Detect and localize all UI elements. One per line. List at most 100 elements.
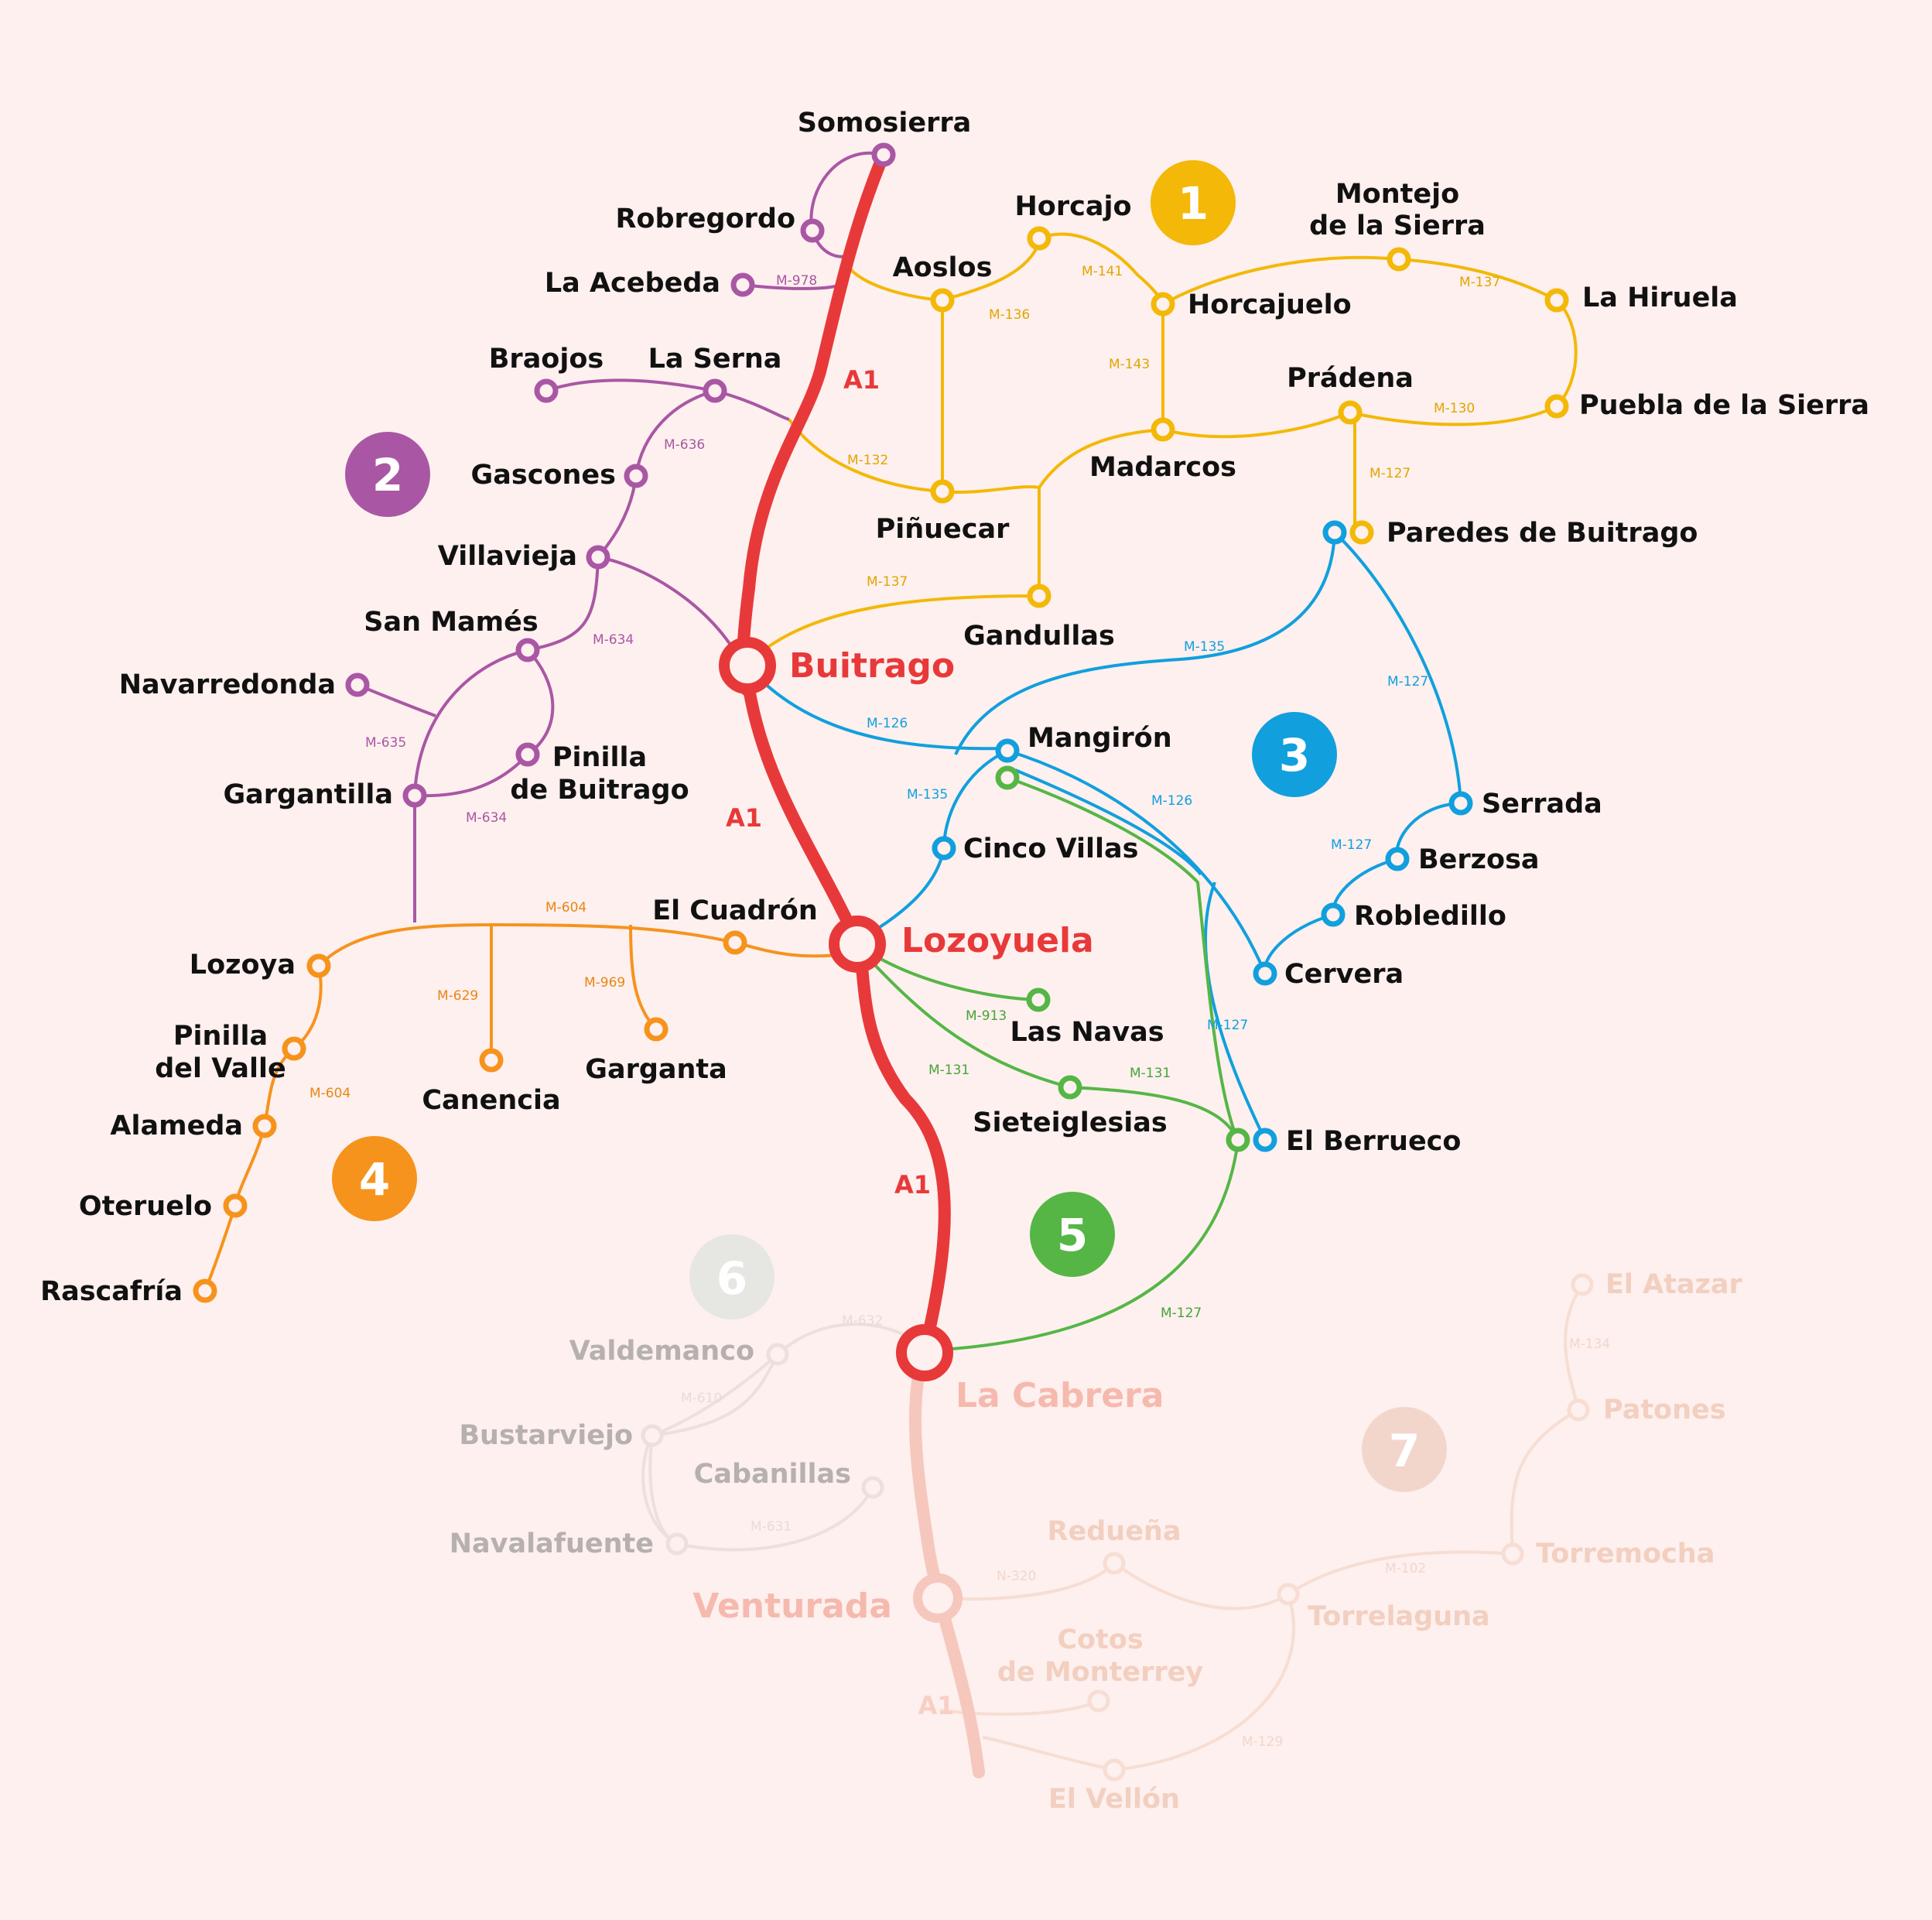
sieteiglesias-stop <box>1058 1075 1082 1100</box>
pinilla-valle-label-1: Pinilla <box>173 1021 268 1052</box>
valdemanco-stop <box>766 1343 789 1366</box>
el-cuadron-stop <box>723 930 747 955</box>
cinco-villas-label: Cinco Villas <box>963 833 1139 864</box>
aoslos-stop <box>930 288 955 313</box>
venturada-label: Venturada <box>692 1586 892 1626</box>
road-label-m131-east: M-131 <box>1130 1066 1171 1081</box>
road-label-m129: M-129 <box>1242 1734 1283 1750</box>
zone-4-routes <box>203 922 860 1292</box>
serrada-label: Serrada <box>1482 789 1602 820</box>
cabanillas-label: Cabanillas <box>694 1459 851 1490</box>
aoslos-label: Aoslos <box>893 252 993 283</box>
pinilla-buitrago-stop <box>515 742 540 767</box>
cervera-stop <box>1253 961 1277 986</box>
bustarviejo-label: Bustarviejo <box>459 1420 633 1451</box>
pinilla-buitrago-label-1: Pinilla <box>552 742 647 773</box>
route-sanmames-gargantilla <box>413 649 528 796</box>
a1-highway-south <box>908 1344 985 1778</box>
torrelaguna-stop <box>1277 1583 1300 1606</box>
el-vellon-stop <box>1103 1758 1126 1781</box>
route-m127-serrada <box>1333 531 1462 804</box>
zone-6-badge <box>689 1234 775 1319</box>
canencia-stop <box>479 1048 504 1073</box>
mangiron-green-stop <box>995 765 1020 790</box>
paredes-label: Paredes de Buitrago <box>1387 518 1698 549</box>
route-m604-main <box>317 922 860 967</box>
pradena-label: Prádena <box>1287 363 1414 394</box>
buitrago-hub-node <box>719 637 776 694</box>
route-m135-north <box>954 532 1336 755</box>
alameda-label: Alameda <box>110 1111 243 1141</box>
a1-label-south: A1 <box>894 1170 931 1200</box>
serrada-stop <box>1448 791 1473 816</box>
road-label-m137-buitrago: M-137 <box>867 574 908 590</box>
san-mames-stop <box>515 638 540 662</box>
pinilla-buitrago-label-2: de Buitrago <box>510 775 689 806</box>
madarcos-label: Madarcos <box>1089 452 1236 483</box>
la-serna-stop <box>703 378 727 403</box>
gandullas-label: Gandullas <box>963 621 1115 652</box>
route-m132-madarcos <box>788 411 1351 495</box>
a1-label-middle: A1 <box>726 803 762 833</box>
la-acebeda-label: La Acebeda <box>545 268 720 299</box>
el-cuadron-label: El Cuadrón <box>652 895 818 926</box>
cabanillas-stop <box>861 1476 884 1499</box>
pinilla-valle-label-2: del Valle <box>155 1053 286 1084</box>
zone-5-number: 5 <box>1057 1209 1088 1261</box>
gargantilla-label: Gargantilla <box>223 779 393 810</box>
el-berrueco-stop <box>1253 1128 1277 1152</box>
venturada-hub-node <box>913 1573 963 1623</box>
zone-3-badge <box>1252 712 1337 797</box>
zone-4-badge <box>332 1136 417 1221</box>
patones-label: Patones <box>1603 1395 1726 1425</box>
paredes-stop <box>1349 520 1374 545</box>
zone-1-stops <box>930 226 1569 608</box>
cervera-label: Cervera <box>1284 959 1404 990</box>
route-m126-west <box>761 679 1007 751</box>
route-m126-double <box>1014 768 1202 876</box>
la-serna-label: La Serna <box>648 344 782 375</box>
torrelaguna-label: Torrelaguna <box>1308 1601 1490 1632</box>
cinco-villas-stop <box>932 836 956 861</box>
mangiron-label: Mangirón <box>1028 723 1172 754</box>
zone-2-number: 2 <box>372 449 403 501</box>
route-m635 <box>357 683 436 717</box>
route-somosierra-robregordo <box>809 151 884 258</box>
las-navas-label: Las Navas <box>1010 1017 1164 1048</box>
road-label-m134: M-134 <box>1569 1336 1610 1352</box>
a1-highway <box>737 149 951 1357</box>
villavieja-stop <box>586 545 610 570</box>
road-label-m631: M-631 <box>751 1519 792 1535</box>
zone-4-stops <box>193 930 747 1303</box>
road-label-m127-berrueco: M-127 <box>1207 1018 1248 1033</box>
puebla-stop <box>1544 394 1569 419</box>
road-label-m131-west: M-131 <box>928 1063 969 1078</box>
rascafria-label: Rascafría <box>40 1276 183 1307</box>
el-atazar-stop <box>1571 1273 1594 1296</box>
road-label-m632: M-632 <box>842 1313 883 1329</box>
road-label-m135-south: M-135 <box>907 787 948 803</box>
montejo-stop <box>1387 247 1411 272</box>
zone-7-number: 7 <box>1389 1425 1420 1477</box>
braojos-label: Braojos <box>489 344 604 375</box>
la-cabrera-hub-node <box>896 1324 953 1381</box>
zone-1-number: 1 <box>1178 177 1209 230</box>
gandullas-stop <box>1027 584 1051 608</box>
road-label-m634-south: M-634 <box>466 810 507 826</box>
road-label-m610: M-610 <box>681 1391 722 1406</box>
route-mangiron-berrueco <box>1007 776 1240 1142</box>
lozoya-label: Lozoya <box>190 950 296 981</box>
pinilla-valle-stop <box>282 1036 306 1061</box>
garganta-label: Garganta <box>585 1054 727 1085</box>
oteruelo-label: Oteruelo <box>79 1191 212 1222</box>
zone-5-stops <box>995 765 1250 1152</box>
la-cabrera-label: La Cabrera <box>956 1376 1164 1415</box>
road-label-m127-cabrera: M-127 <box>1161 1306 1202 1321</box>
zone-1-badge <box>1151 160 1236 245</box>
route-m126-cervera <box>1007 749 1267 974</box>
road-label-m143: M-143 <box>1109 357 1150 372</box>
la-hiruela-label: La Hiruela <box>1582 282 1738 313</box>
road-label-m978: M-978 <box>776 273 817 289</box>
horcajo-stop <box>1027 226 1051 251</box>
robregordo-label: Robregordo <box>615 204 795 234</box>
